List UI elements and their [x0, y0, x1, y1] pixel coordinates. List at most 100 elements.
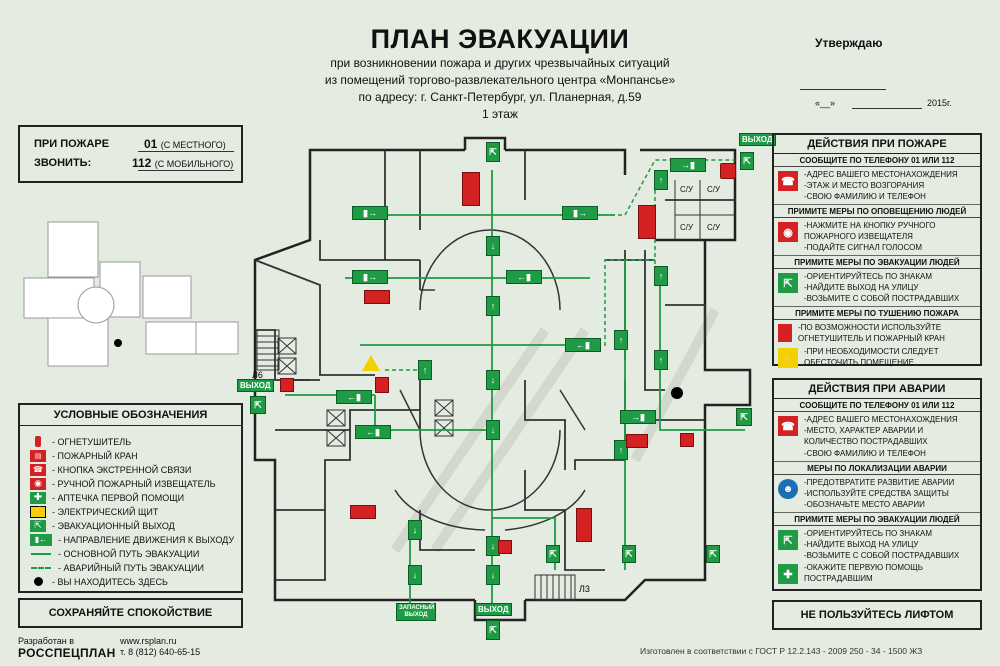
approval-year: 2015г.: [927, 98, 952, 108]
fire-hose-icon: [364, 290, 390, 304]
fire-call-label1: ПРИ ПОЖАРЕ: [34, 138, 110, 150]
fire-hose-icon: [462, 172, 480, 206]
plan-subtitle: при возникновении пожара и других чрезвы…: [280, 55, 720, 123]
manual-alarm-icon: [280, 378, 294, 392]
direction-sign: ↑: [654, 266, 668, 286]
approval-label: Утверждаю: [815, 36, 883, 50]
subtitle-line1: при возникновении пожара и других чрезвы…: [330, 56, 670, 70]
direction-sign: ↑: [418, 360, 432, 380]
floor-plan: Л6 Л3 С/У С/У С/У С/У: [252, 136, 752, 622]
fire-actions-section: СООБЩИТЕ ПО ТЕЛЕФОНУ 01 ИЛИ 112: [774, 154, 980, 167]
alarm-button-icon: ◉: [778, 222, 798, 242]
fire-number-mobile: 112: [132, 156, 152, 170]
manual-alarm-icon: [720, 163, 736, 179]
direction-sign: →▮: [670, 158, 706, 172]
plan-title: ПЛАН ЭВАКУАЦИИ: [370, 24, 630, 54]
you-are-here-marker: [671, 387, 683, 399]
exit-sign-icon: ⇱: [736, 408, 752, 426]
legend-item: ✚- АПТЕЧКА ПЕРВОЙ ПОМОЩИ: [30, 491, 184, 504]
protection-mask-icon: ☻: [778, 479, 798, 499]
date-line: [852, 108, 922, 109]
legend-box: УСЛОВНЫЕ ОБОЗНАЧЕНИЯ - ОГНЕТУШИТЕЛЬ ▤- П…: [18, 403, 243, 593]
legend-item: ▮←- НАПРАВЛЕНИЕ ДВИЖЕНИЯ К ВЫХОДУ: [30, 533, 234, 546]
direction-sign: ↑: [486, 296, 500, 316]
manual-alarm-icon: ◉: [30, 477, 46, 490]
manual-alarm-icon: [498, 540, 512, 554]
keep-calm-box: СОХРАНЯЙТЕ СПОКОЙСТВИЕ: [18, 598, 243, 628]
no-elevator-box: НЕ ПОЛЬЗУЙТЕСЬ ЛИФТОМ: [772, 600, 982, 630]
exit-icon: ⇱: [778, 530, 798, 550]
direction-sign: →▮: [620, 410, 656, 424]
direction-sign: ↑: [614, 440, 628, 460]
minimap-you-are-here-dot: [114, 339, 122, 347]
wc-label: С/У: [680, 223, 694, 232]
floor-label: 1 этаж: [482, 107, 518, 121]
stair-label-l6: Л6: [252, 370, 263, 380]
main-path-line-icon: [31, 552, 51, 555]
fire-call-box: ПРИ ПОЖАРЕ ЗВОНИТЬ: 01 (С МЕСТНОГО) 112 …: [18, 125, 243, 183]
spare-path-line-icon: [31, 566, 51, 569]
you-are-here-icon: [33, 577, 43, 586]
exit-icon: ⇱: [778, 273, 798, 293]
direction-sign: ←▮: [355, 425, 391, 439]
accident-actions-section: МЕРЫ ПО ЛОКАЛИЗАЦИИ АВАРИИ: [774, 462, 980, 475]
developer-info: Разработан в РОССПЕЦПЛАН: [18, 636, 116, 660]
fire-actions-section: ПРИМИТЕ МЕРЫ ПО ЭВАКУАЦИИ ЛЮДЕЙ: [774, 256, 980, 269]
accident-actions-section: СООБЩИТЕ ПО ТЕЛЕФОНУ 01 ИЛИ 112: [774, 399, 980, 412]
exit-label: ВЫХОД: [739, 133, 776, 146]
direction-sign: ←▮: [506, 270, 542, 284]
developer-contacts: www.rsplan.ru т. 8 (812) 640-65-15: [120, 636, 200, 658]
phone-icon: ☎: [778, 416, 798, 436]
extinguisher-icon: [778, 324, 792, 342]
electric-hazard-icon: ⚡: [778, 348, 798, 368]
signature-line: [800, 89, 886, 90]
direction-sign: ↓: [486, 370, 500, 390]
phone-icon: ☎: [778, 171, 798, 191]
legend-title: УСЛОВНЫЕ ОБОЗНАЧЕНИЯ: [20, 409, 241, 426]
exit-label: ВЫХОД: [237, 379, 274, 392]
direction-sign: ▮→: [352, 206, 388, 220]
electric-panel-icon: ⚡: [30, 505, 46, 518]
direction-sign: ↑: [614, 330, 628, 350]
stair-label-l3: Л3: [579, 584, 590, 594]
direction-sign: ↓: [408, 565, 422, 585]
wc-label: С/У: [707, 185, 721, 194]
exit-sign-icon: ⇱: [486, 142, 500, 162]
direction-sign: ↑: [654, 170, 668, 190]
legend-item: ▤- ПОЖАРНЫЙ КРАН: [30, 449, 138, 462]
emergency-exit-icon: ⇱: [30, 519, 46, 532]
legend-item: - ОСНОВНОЙ ПУТЬ ЭВАКУАЦИИ: [30, 547, 199, 560]
direction-sign: ↓: [408, 520, 422, 540]
fire-hose-icon: [576, 508, 592, 542]
exit-sign-icon: ⇱: [706, 545, 720, 563]
direction-sign: ↓: [486, 236, 500, 256]
fire-actions-section: ПРИМИТЕ МЕРЫ ПО ОПОВЕЩЕНИЮ ЛЮДЕЙ: [774, 205, 980, 218]
spare-exit-label: ЗАПАСНЫЙ ВЫХОД: [396, 603, 436, 621]
extinguisher-icon: [35, 436, 41, 447]
exit-sign-icon: ⇱: [622, 545, 636, 563]
accident-actions-panel: ДЕЙСТВИЯ ПРИ АВАРИИ СООБЩИТЕ ПО ТЕЛЕФОНУ…: [772, 378, 982, 591]
fire-hose-icon: [638, 205, 656, 239]
legend-item: ◉- РУЧНОЙ ПОЖАРНЫЙ ИЗВЕЩАТЕЛЬ: [30, 477, 215, 490]
first-aid-icon: ✚: [30, 491, 46, 504]
exit-sign-icon: ⇱: [546, 545, 560, 563]
direction-sign: ▮→: [562, 206, 598, 220]
emergency-phone-icon: [375, 377, 389, 393]
subtitle-line3: по адресу: г. Санкт-Петербург, ул. Плане…: [358, 90, 642, 104]
legend-item: ☎- КНОПКА ЭКСТРЕННОЙ СВЯЗИ: [30, 463, 191, 476]
accident-actions-title: ДЕЙСТВИЯ ПРИ АВАРИИ: [774, 380, 980, 399]
fire-actions-section: ПРИМИТЕ МЕРЫ ПО ТУШЕНИЮ ПОЖАРА: [774, 307, 980, 320]
legend-item: - АВАРИЙНЫЙ ПУТЬ ЭВАКУАЦИИ: [30, 561, 204, 574]
fire-hose-icon: [350, 505, 376, 519]
fire-hose-icon: ▤: [30, 449, 46, 462]
legend-item: - ВЫ НАХОДИТЕСЬ ЗДЕСЬ: [30, 575, 168, 588]
legend-item: ⇱- ЭВАКУАЦИОННЫЙ ВЫХОД: [30, 519, 175, 532]
direction-sign: ↑: [654, 350, 668, 370]
gost-note: Изготовлен в соответствии с ГОСТ Р 12.2.…: [640, 646, 923, 656]
legend-item: - ОГНЕТУШИТЕЛЬ: [30, 435, 131, 448]
manual-alarm-icon: [680, 433, 694, 447]
exit-sign-icon: ⇱: [740, 152, 754, 170]
direction-sign: ←▮: [565, 338, 601, 352]
emergency-phone-icon: ☎: [30, 463, 46, 476]
developer-url[interactable]: www.rsplan.ru: [120, 636, 177, 646]
